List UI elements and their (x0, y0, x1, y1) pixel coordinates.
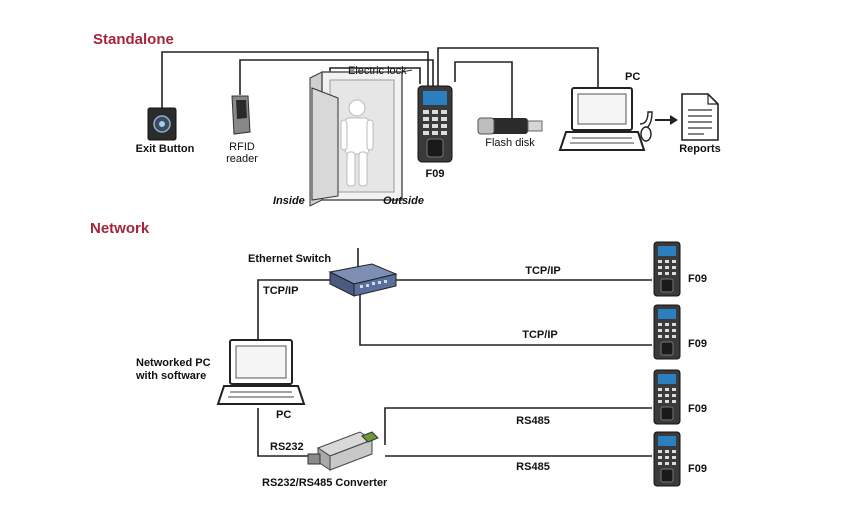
rfid-label-line1: RFID (229, 141, 255, 153)
exit-button-device (147, 107, 177, 141)
tcpip-label-1: TCP/IP (525, 265, 560, 277)
pc-label-network: PC (276, 409, 291, 421)
reports-label: Reports (679, 143, 721, 155)
rfid-reader-device (231, 95, 251, 135)
pc-switch-wire (257, 279, 330, 340)
electric-lock-label: Electric lock (348, 65, 407, 77)
rs485-label-2: RS485 (516, 461, 550, 473)
pc-label-standalone: PC (625, 71, 640, 83)
arrow-right-icon (655, 115, 678, 125)
f09-label-network-1: F09 (688, 273, 707, 285)
rs485-wire-1 (384, 407, 652, 445)
tcpip-left-label: TCP/IP (263, 285, 298, 297)
converter-icon (307, 431, 379, 471)
mouse-icon (639, 111, 653, 142)
pc-converter-wire (257, 408, 310, 457)
flash-wire (454, 61, 513, 118)
networked-pc-label-line1: Networked PC (136, 357, 211, 369)
rs232-label: RS232 (270, 441, 304, 453)
tcpip-wire-2 (359, 295, 652, 346)
f09-label-network-3: F09 (688, 403, 707, 415)
f09-device-network-1 (653, 241, 681, 297)
ethernet-switch-label: Ethernet Switch (248, 253, 331, 265)
f09-device-network-2 (653, 304, 681, 360)
reports-document-icon (681, 93, 719, 141)
standalone-title: Standalone (93, 31, 174, 48)
inside-label: Inside (273, 195, 305, 207)
f09-device-network-3 (653, 369, 681, 425)
rs485-label-1: RS485 (516, 415, 550, 427)
flash-disk-icon (477, 117, 543, 135)
f09-label-standalone: F09 (426, 168, 445, 180)
pc-laptop-network (216, 339, 306, 405)
door-illustration (309, 69, 413, 207)
rfid-label-line2: reader (226, 153, 258, 165)
f09-label-network-4: F09 (688, 463, 707, 475)
outside-label: Outside (383, 195, 424, 207)
f09-device-network-4 (653, 431, 681, 487)
network-title: Network (90, 220, 150, 237)
networked-pc-label-line2: with software (135, 370, 206, 382)
tcpip-label-2: TCP/IP (522, 329, 557, 341)
exit-button-wire (161, 51, 429, 108)
f09-device-standalone (417, 85, 453, 163)
f09-label-network-2: F09 (688, 338, 707, 350)
person-icon (340, 99, 374, 187)
network-wires (257, 248, 652, 457)
exit-button-label: Exit Button (136, 143, 195, 155)
ethernet-switch-icon (328, 263, 398, 297)
flash-disk-label: Flash disk (485, 137, 535, 149)
pc-laptop-standalone (558, 87, 646, 151)
converter-label: RS232/RS485 Converter (262, 477, 388, 489)
pc-wire (437, 47, 599, 90)
rfid-wire (239, 59, 434, 95)
